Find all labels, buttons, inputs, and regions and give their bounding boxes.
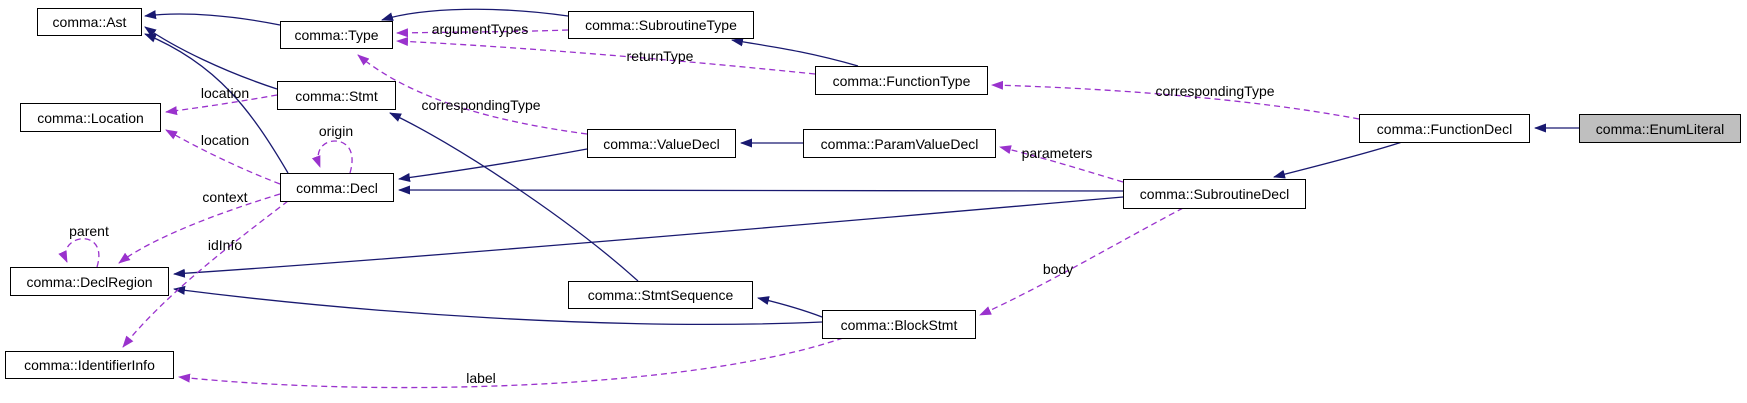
node-comma-stmt[interactable]: comma::Stmt [277, 81, 396, 110]
node-comma-enumliteral-highlighted: comma::EnumLiteral [1579, 114, 1741, 143]
node-comma-subroutinetype[interactable]: comma::SubroutineType [568, 11, 754, 39]
edge-label-idinfo: idInfo [207, 237, 243, 253]
edge-functiondecl-to-subroutinedecl [1273, 141, 1403, 179]
node-comma-type[interactable]: comma::Type [280, 21, 393, 49]
node-comma-ast[interactable]: comma::Ast [37, 8, 142, 36]
edge-returntype [396, 37, 816, 75]
edge-correspondingtype-functiondecl [991, 80, 1360, 120]
node-comma-blockstmt[interactable]: comma::BlockStmt [822, 310, 976, 339]
node-comma-stmtsequence[interactable]: comma::StmtSequence [568, 281, 753, 309]
edge-label-location-upper: location [200, 85, 250, 101]
edge-label-location-lower: location [200, 132, 250, 148]
edge-decl-to-ast [144, 33, 289, 174]
edge-label-correspondingtype-left: correspondingType [421, 97, 541, 113]
node-comma-location[interactable]: comma::Location [20, 103, 161, 132]
edge-label-parent: parent [69, 223, 109, 239]
edge-argumenttypes [396, 28, 569, 38]
edge-label-origin: origin [318, 123, 354, 139]
edge-stmt-to-ast [144, 26, 278, 90]
node-comma-functiontype[interactable]: comma::FunctionType [815, 66, 988, 95]
edge-label-parameters: parameters [1021, 145, 1093, 161]
edge-label-body: body [1042, 261, 1074, 277]
inheritance-edges [144, 8, 1579, 325]
edge-origin-self-loop [311, 140, 353, 174]
edge-parameters [999, 145, 1124, 183]
edge-label-context: context [202, 189, 248, 205]
node-comma-functiondecl[interactable]: comma::FunctionDecl [1359, 114, 1530, 143]
edge-subroutinetype-to-type [381, 8, 569, 22]
node-comma-decl[interactable]: comma::Decl [280, 173, 394, 202]
edge-stmtsequence-to-stmt [389, 112, 639, 282]
node-comma-identifierinfo[interactable]: comma::IdentifierInfo [5, 351, 174, 379]
node-comma-valuedecl[interactable]: comma::ValueDecl [587, 129, 736, 158]
edge-blockstmt-to-stmtsequence [757, 296, 823, 318]
edge-parent-self-loop [58, 238, 100, 268]
edge-label [178, 337, 844, 389]
edge-body [979, 207, 1184, 316]
node-comma-declregion[interactable]: comma::DeclRegion [10, 267, 169, 296]
edge-label-returntype: returnType [626, 48, 694, 64]
edge-type-to-ast [144, 10, 281, 26]
edge-decl-location [165, 129, 281, 185]
edge-valuedecl-to-decl [398, 148, 588, 182]
edge-label-correspondingtype-right: correspondingType [1155, 83, 1275, 99]
edge-subroutinedecl-to-declregion [173, 196, 1124, 278]
edge-subroutinedecl-to-decl [398, 185, 1124, 195]
edge-idinfo [122, 200, 289, 348]
edge-blockstmt-to-declregion [173, 285, 823, 325]
edge-functiontype-to-subroutinetype [731, 37, 859, 67]
edge-context [118, 193, 281, 264]
node-comma-subroutinedecl[interactable]: comma::SubroutineDecl [1123, 179, 1306, 209]
edge-correspondingtype-valuedecl [357, 54, 588, 135]
edge-label-label: label [466, 370, 496, 386]
edge-stmt-location [165, 94, 278, 116]
usage-edges [58, 28, 1360, 389]
node-comma-paramvaluedecl[interactable]: comma::ParamValueDecl [803, 129, 996, 158]
edge-label-argumenttypes: argumentTypes [431, 21, 529, 37]
